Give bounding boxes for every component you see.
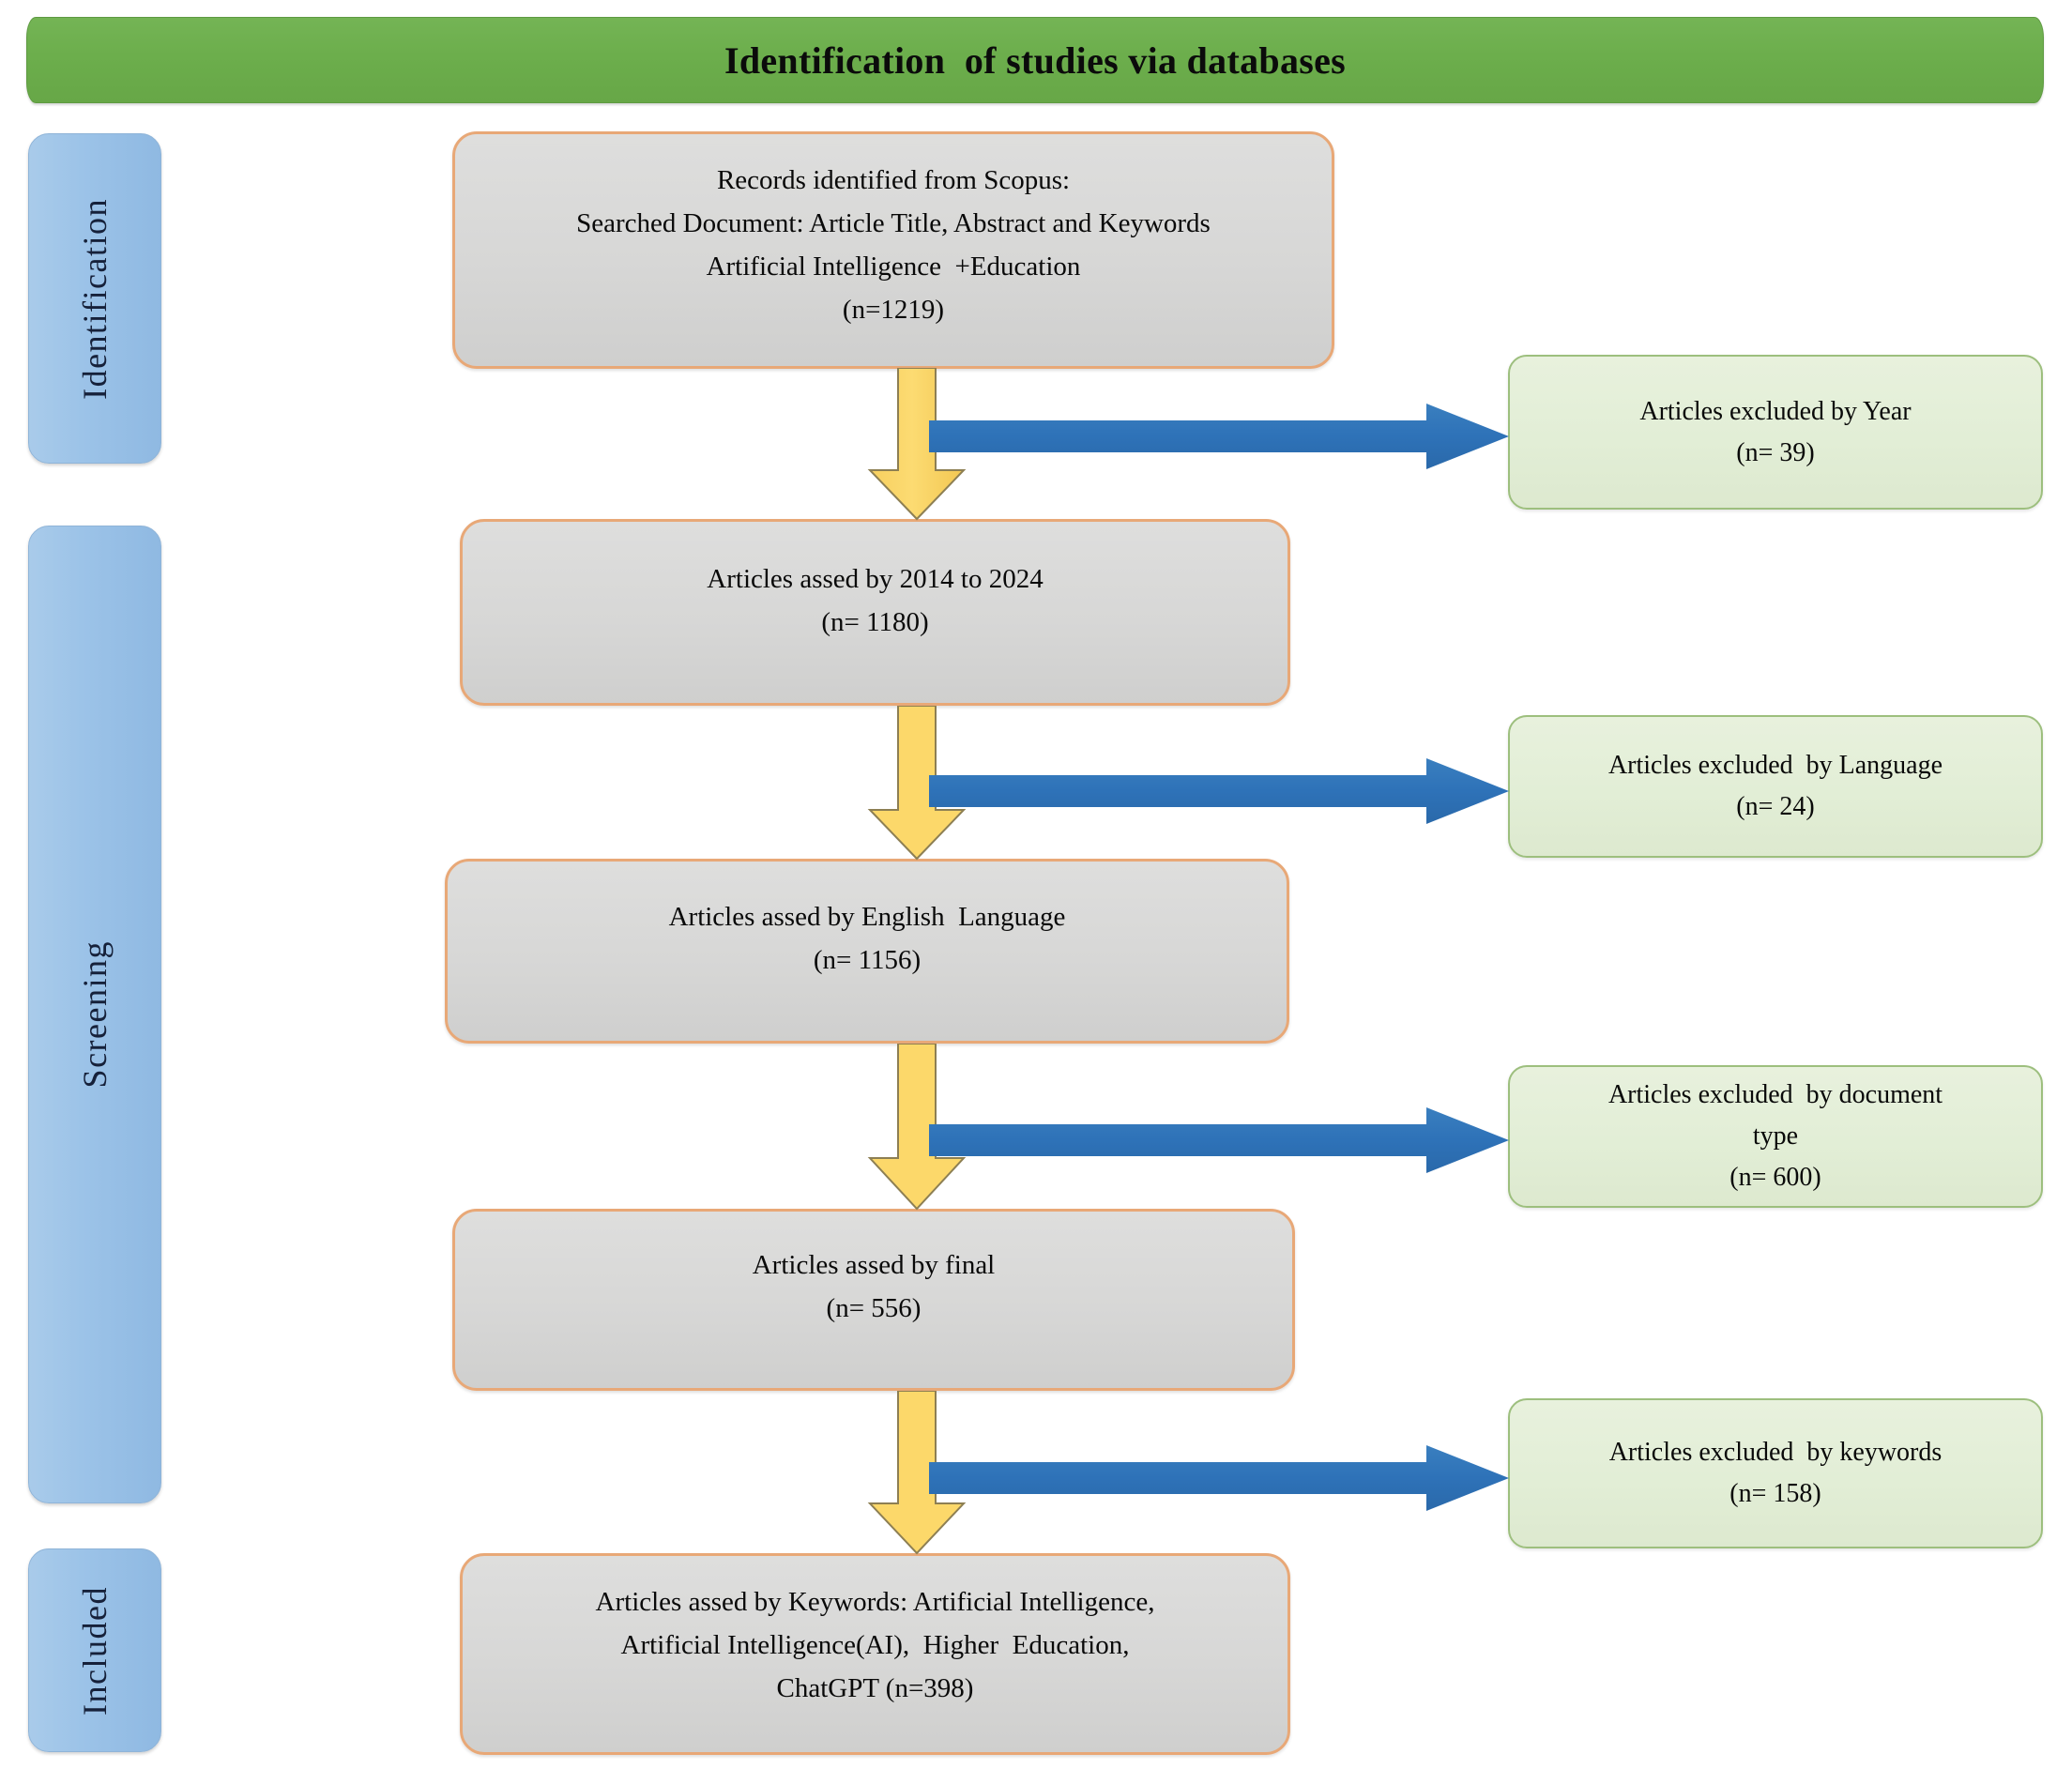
articles-by-year-box: Articles assed by 2014 to 2024 (n= 1180) [460, 519, 1290, 706]
excluded-by-keywords-box: Articles excluded by keywords (n= 158) [1508, 1398, 2043, 1548]
stage-screening-label: Screening [76, 940, 114, 1089]
articles-by-year-count: (n= 1180) [821, 607, 929, 637]
excluded-by-language-line-1: Articles excluded by Language [1607, 751, 1943, 780]
articles-by-english-language-count: (n= 1156) [813, 945, 922, 975]
articles-final-line-1: Articles assed by final [752, 1250, 996, 1280]
records-identified-line-1: Records identified from Scopus: [716, 165, 1071, 195]
flow-arrow-down-icon-1 [867, 368, 967, 521]
articles-by-english-language-line-1: Articles assed by English Language [668, 902, 1066, 932]
stage-included-label: Included [76, 1585, 114, 1716]
excluded-by-language-count: (n= 24) [1736, 792, 1815, 821]
articles-by-keywords-count: ChatGPT (n=398) [776, 1673, 974, 1703]
records-identified-box: Records identified from Scopus: Searched… [452, 131, 1334, 369]
diagram-header-banner: Identification of studies via databases [26, 17, 2044, 103]
stage-included: Included [28, 1548, 161, 1752]
excluded-by-year-line-1: Articles excluded by Year [1639, 396, 1912, 426]
excluded-by-document-type-box: Articles excluded by document type (n= 6… [1508, 1065, 2043, 1208]
excluded-by-document-type-count: (n= 600) [1729, 1163, 1821, 1192]
excluded-by-keywords-line-1: Articles excluded by keywords [1608, 1438, 1942, 1467]
articles-by-english-language-box: Articles assed by English Language (n= 1… [445, 859, 1289, 1044]
excluded-by-document-type-line-1: Articles excluded by document [1607, 1080, 1943, 1109]
articles-final-count: (n= 556) [826, 1293, 922, 1323]
flow-arrow-down-icon-2 [867, 706, 967, 861]
excluded-by-language-box: Articles excluded by Language (n= 24) [1508, 715, 2043, 858]
records-identified-line-3: Artificial Intelligence +Education [706, 252, 1081, 282]
exclusion-arrow-right-icon-1 [929, 404, 1511, 469]
stage-identification: Identification [28, 133, 161, 464]
exclusion-arrow-right-icon-4 [929, 1445, 1511, 1511]
flow-arrow-down-icon-4 [867, 1391, 967, 1555]
flow-arrow-down-icon-3 [867, 1044, 967, 1211]
exclusion-arrow-right-icon-3 [929, 1107, 1511, 1173]
stage-screening: Screening [28, 526, 161, 1503]
exclusion-arrow-right-icon-2 [929, 758, 1511, 824]
excluded-by-keywords-count: (n= 158) [1729, 1479, 1821, 1508]
page-title: Identification of studies via databases [724, 38, 1347, 82]
stage-identification-label: Identification [76, 197, 114, 400]
articles-by-keywords-line-1: Articles assed by Keywords: Artificial I… [595, 1587, 1155, 1617]
excluded-by-document-type-line-2: type [1752, 1121, 1799, 1151]
articles-by-keywords-box: Articles assed by Keywords: Artificial I… [460, 1553, 1290, 1755]
excluded-by-year-box: Articles excluded by Year (n= 39) [1508, 355, 2043, 510]
articles-final-box: Articles assed by final (n= 556) [452, 1209, 1295, 1391]
articles-by-keywords-line-2: Artificial Intelligence(AI), Higher Educ… [620, 1630, 1130, 1660]
records-identified-count: (n=1219) [842, 295, 945, 325]
articles-by-year-line-1: Articles assed by 2014 to 2024 [707, 564, 1044, 594]
excluded-by-year-count: (n= 39) [1736, 437, 1815, 467]
records-identified-line-2: Searched Document: Article Title, Abstra… [576, 208, 1211, 238]
